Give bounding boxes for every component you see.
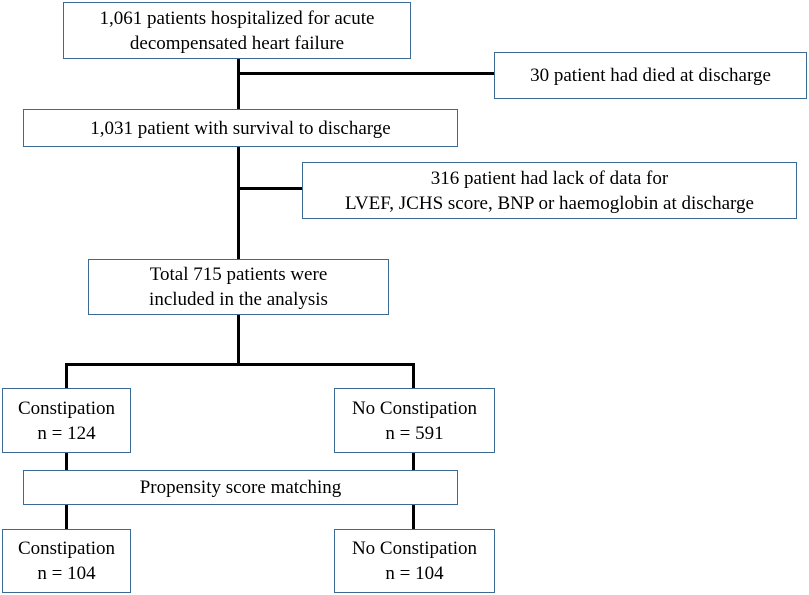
no-constipation-before-label: No Constipation (351, 397, 478, 419)
connector-total-down (237, 314, 240, 365)
connector-split-horizontal (65, 363, 415, 366)
no-constipation-before-box: No Constipation n = 591 (334, 388, 495, 453)
lack-data-line2: LVEF, JCHS score, BNP or haemoglobin at … (345, 192, 754, 214)
matching-text: Propensity score matching (139, 477, 342, 498)
hospitalized-box: 1,061 patients hospitalized for acute de… (63, 2, 411, 59)
total-box: Total 715 patients were included in the … (88, 259, 389, 315)
connector-left-branch-mid (65, 452, 68, 471)
survived-text: 1,031 patient with survival to discharge (90, 117, 391, 139)
died-text: 30 patient had died at discharge (530, 65, 771, 86)
no-constipation-after-label: No Constipation (351, 538, 478, 559)
lack-data-line1: 316 patient had lack of data for (430, 167, 669, 189)
hospitalized-line1: 1,061 patients hospitalized for acute (99, 7, 375, 29)
constipation-after-label: Constipation (17, 538, 116, 559)
no-constipation-after-count: n = 104 (385, 563, 444, 584)
connector-main-top (237, 58, 240, 110)
constipation-before-label: Constipation (17, 397, 116, 419)
connector-to-died (237, 72, 495, 75)
hospitalized-line2: decompensated heart failure (129, 32, 345, 54)
connector-left-branch-top (65, 363, 68, 389)
died-box: 30 patient had died at discharge (494, 52, 807, 99)
no-constipation-after-box: No Constipation n = 104 (334, 529, 495, 593)
matching-box: Propensity score matching (23, 470, 458, 505)
connector-left-branch-bottom (65, 504, 68, 530)
total-line1: Total 715 patients were (149, 264, 328, 285)
connector-right-branch-top (412, 363, 415, 389)
lack-data-box: 316 patient had lack of data for LVEF, J… (302, 162, 797, 219)
total-line2: included in the analysis (149, 289, 328, 310)
constipation-before-count: n = 124 (37, 422, 96, 444)
constipation-before-box: Constipation n = 124 (2, 388, 131, 453)
constipation-after-count: n = 104 (37, 563, 96, 584)
connector-right-branch-mid (412, 452, 415, 471)
connector-to-lack-data (237, 187, 303, 190)
connector-right-branch-bottom (412, 504, 415, 530)
no-constipation-before-count: n = 591 (385, 422, 444, 444)
connector-main-middle (237, 146, 240, 260)
survived-box: 1,031 patient with survival to discharge (23, 109, 458, 147)
constipation-after-box: Constipation n = 104 (2, 529, 131, 593)
